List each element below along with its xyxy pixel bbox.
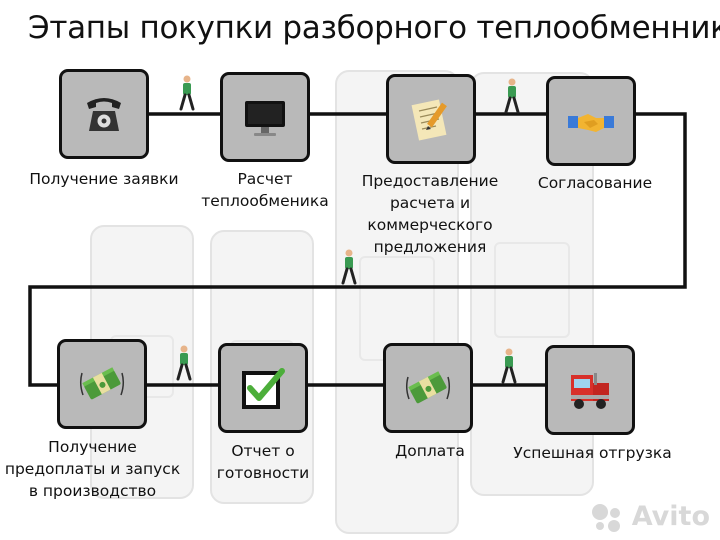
step-3-box [386,74,476,164]
walking-person-icon [504,78,520,114]
computer-monitor-icon [245,101,285,136]
step-5-box [57,339,147,429]
avito-logo-icon [591,502,626,532]
step-8-box [545,345,635,435]
step-2-label: Расчет теплообменика [201,170,329,210]
step-6-box [218,343,308,433]
telephone-icon [87,98,121,131]
step-5-label: Получение предоплаты и запуск в производ… [4,438,181,500]
step-4-box [546,76,636,166]
step-6-label: Отчет о готовности [216,442,310,482]
document-pencil-icon [411,99,447,141]
step-3-label: Предоставление расчета и коммерческого п… [361,172,499,256]
handshake-icon [568,114,614,132]
money-stack-icon [405,371,451,404]
red-truck-icon [571,373,609,409]
avito-watermark: Avito [591,501,710,532]
checkbox-checked-icon [242,368,285,409]
step-7-label: Доплата [395,442,465,460]
step-8-label: Успешная отгрузка [513,444,672,462]
walking-person-icon [501,348,517,384]
walking-person-icon [341,249,357,285]
avito-watermark-text: Avito [631,501,710,532]
step-1-label: Получение заявки [29,170,179,188]
step-2-box [220,72,310,162]
step-7-box [383,343,473,433]
money-stack-icon [79,367,125,400]
page-title: Этапы покупки разборного теплообменника [28,10,720,46]
step-4-label: Согласование [537,174,653,192]
step-1-box [59,69,149,159]
walking-person-icon [176,345,192,381]
walking-person-icon [179,75,195,111]
